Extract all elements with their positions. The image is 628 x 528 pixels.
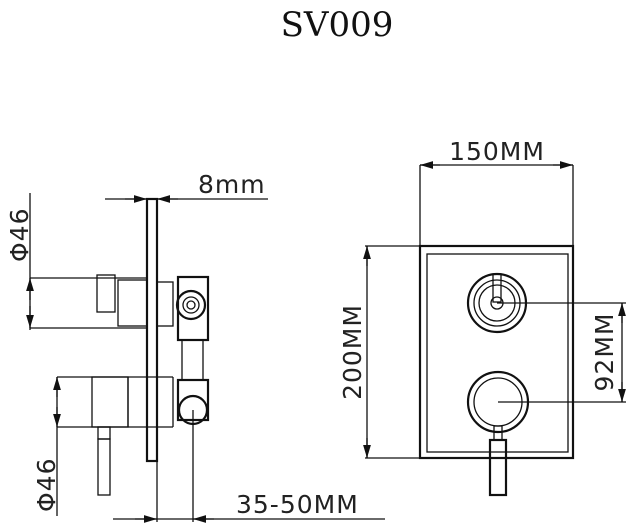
upper-lever xyxy=(96,274,116,313)
lower-lever xyxy=(97,438,111,496)
depth-range-label: 35-50MM xyxy=(236,490,359,519)
connecting-pipe xyxy=(181,339,204,381)
front-view: 150MM 200MM 92MM xyxy=(338,137,626,497)
drawing-title: SV009 xyxy=(281,5,394,45)
side-view: 8mm Φ46 Φ46 35 xyxy=(5,170,385,523)
knob-spacing-label: 92MM xyxy=(590,313,619,392)
height-label: 200MM xyxy=(338,304,367,400)
lower-diameter-label: Φ46 xyxy=(32,458,61,513)
cover-plate-outer xyxy=(418,244,575,460)
lower-handle-body xyxy=(91,376,129,428)
cover-plate-inner xyxy=(426,253,569,453)
plate-thickness-label: 8mm xyxy=(198,170,266,199)
lower-knob-lever xyxy=(488,438,508,497)
width-label: 150MM xyxy=(449,137,545,166)
upper-handle-body xyxy=(117,279,148,327)
wall-plate xyxy=(145,197,159,463)
upper-diameter-label: Φ46 xyxy=(5,208,34,263)
